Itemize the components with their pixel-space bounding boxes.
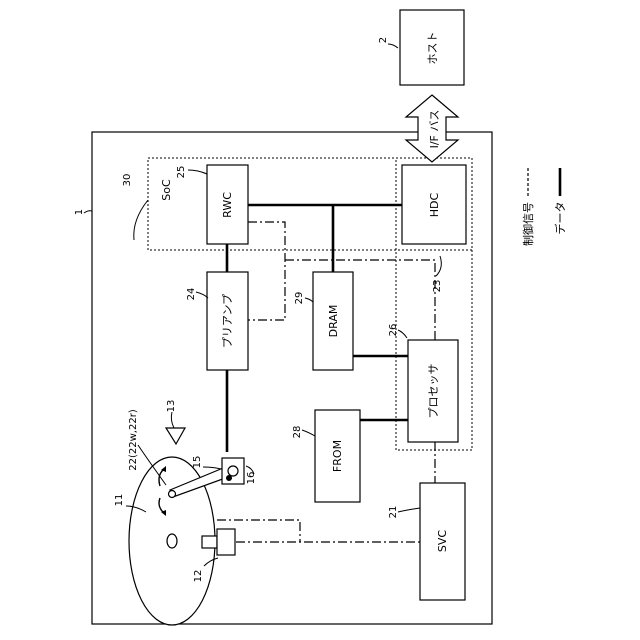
ref-spindle-motor: 12: [193, 570, 204, 583]
ref-from: 28: [292, 426, 303, 439]
svc-label: SVC: [436, 530, 449, 553]
disk-hub: [167, 534, 177, 548]
ref-head-support: 15: [192, 456, 203, 469]
ref-soc: 30: [122, 174, 133, 187]
from-label: FROM: [331, 440, 344, 472]
interface-bus-label: I/F バス: [428, 110, 441, 149]
processor-block: プロセッサ: [408, 340, 458, 442]
ref-rwc: 25: [176, 166, 187, 179]
ref-preamp: 24: [186, 288, 197, 301]
ref-hdc: 23: [432, 280, 443, 293]
hdc-label: HDC: [428, 192, 441, 217]
ref-arm: 13: [166, 400, 177, 413]
ref-svc: 21: [388, 506, 399, 519]
from-block: FROM: [315, 410, 360, 502]
ref-host: 2: [378, 37, 389, 43]
legend-data-label: データ: [553, 202, 567, 235]
ref-head: 22(22w,22r): [128, 409, 139, 471]
rwc-block: RWC: [207, 165, 248, 244]
ref-dram: 29: [294, 292, 305, 305]
legend: 制御信号 データ: [521, 168, 567, 246]
hdc-block: HDC: [402, 165, 466, 244]
legend-control-label: 制御信号: [521, 202, 535, 246]
svc-block: SVC: [420, 483, 465, 600]
preamp-block: プリアンプ: [207, 272, 248, 370]
host-block: ホスト: [400, 10, 464, 85]
rwc-label: RWC: [221, 192, 234, 218]
processor-label: プロセッサ: [427, 364, 440, 419]
host-label: ホスト: [426, 32, 439, 65]
soc-label: SoC: [160, 179, 173, 201]
ref-processor: 26: [388, 324, 399, 337]
ref-device: 1: [74, 209, 85, 215]
preamp-label: プリアンプ: [221, 294, 234, 348]
dram-block: DRAM: [313, 272, 353, 370]
ref-actuator: 16: [246, 472, 257, 485]
dram-label: DRAM: [327, 305, 340, 338]
ref-disk: 11: [114, 494, 125, 507]
